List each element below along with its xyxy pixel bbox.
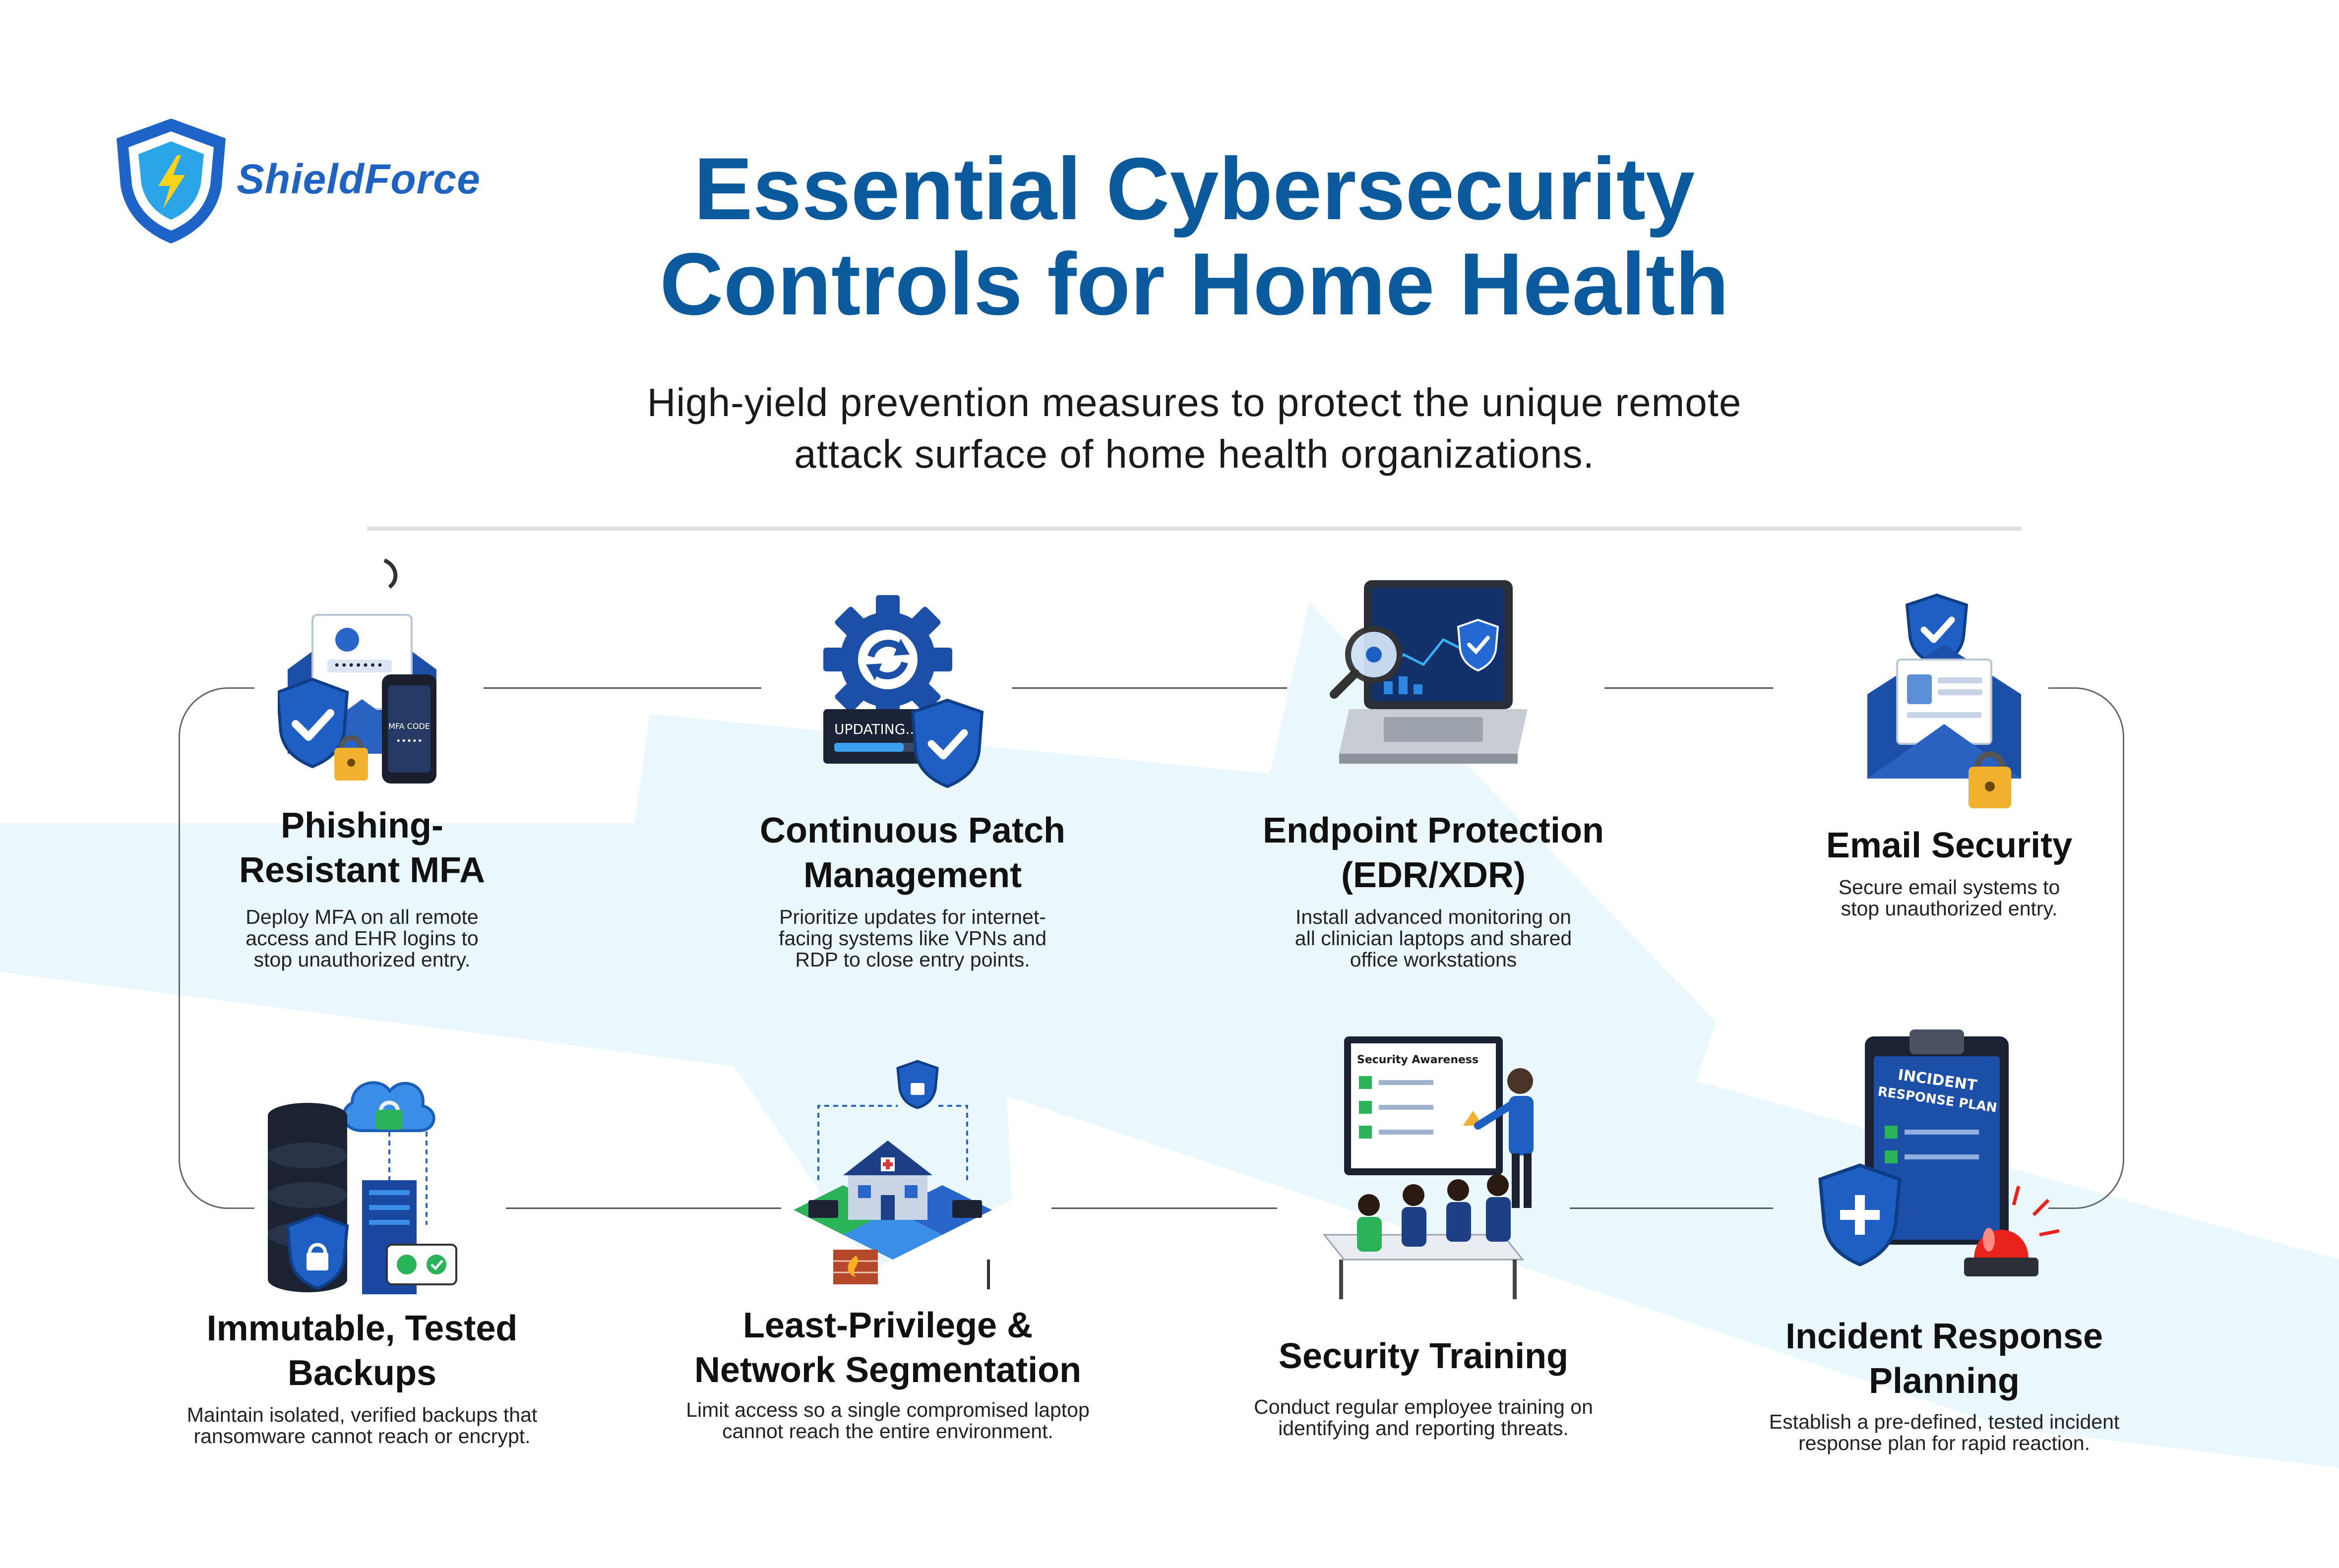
control-description-line: RDP to close entry points.: [795, 948, 1030, 971]
security-training-icon: Security Awareness: [1322, 1036, 1534, 1299]
server-cloud-backup-icon: [268, 1081, 457, 1294]
connector-line: [1604, 687, 1773, 689]
laptop-shield-icon: [1330, 580, 1528, 764]
control-description-line: response plan for rapid reaction.: [1798, 1432, 2090, 1454]
control-card-patch-management: UPDATING... Continuous Patch Management …: [724, 585, 1101, 992]
control-description-line: Secure email systems to: [1838, 876, 2060, 899]
control-card-email-security: Email Security Secure email systems to s…: [1776, 585, 2123, 932]
network-segmentation-icon: [794, 1060, 992, 1289]
control-title-line: Security Training: [1278, 1336, 1569, 1376]
page-title-line: Controls for Home Health: [660, 235, 1729, 333]
incident-response-plan-icon: INCIDENT RESPONSE PLAN: [1818, 1029, 2060, 1276]
control-description-line: Deploy MFA on all remote: [246, 905, 479, 928]
control-description-line: stop unauthorized entry.: [253, 948, 471, 971]
page-subtitle-line: High-yield prevention measures to protec…: [647, 380, 1742, 424]
control-title-line: Resistant MFA: [239, 850, 486, 890]
control-description: Maintain isolated, verified backups that…: [149, 1404, 575, 1447]
control-description: Establish a pre-defined, tested incident…: [1736, 1411, 2153, 1454]
control-description: Deploy MFA on all remote access and EHR …: [188, 906, 536, 970]
control-card-endpoint-protection: Endpoint Protection (EDR/XDR) Install ad…: [1230, 565, 1637, 992]
control-title-line: Backups: [287, 1353, 437, 1393]
page-subtitle-line: attack surface of home health organizati…: [794, 432, 1595, 476]
control-title: Least-Privilege & Network Segmentation: [645, 1303, 1131, 1392]
control-description: Limit access so a single compromised lap…: [645, 1399, 1131, 1442]
control-title-line: Endpoint Protection: [1263, 811, 1604, 850]
shield-lightning-icon: [117, 119, 226, 243]
brand-name: ShieldForce: [237, 156, 481, 202]
control-title: Phishing- Resistant MFA: [188, 803, 536, 893]
mfa-code-label: MFA CODE: [388, 722, 430, 731]
connector-line: [1012, 687, 1287, 689]
brand-logo[interactable]: ShieldForce: [112, 117, 508, 250]
control-card-phishing-mfa: ••••••• MFA CODE ••••• Phishing- Resista…: [188, 545, 536, 992]
control-description: Secure email systems to stop unauthorize…: [1776, 877, 2123, 919]
control-description-line: Establish a pre-defined, tested incident: [1769, 1410, 2120, 1433]
control-card-incident-response: INCIDENT RESPONSE PLAN Incident Response…: [1736, 1022, 2153, 1468]
control-description-line: Limit access so a single compromised lap…: [686, 1398, 1090, 1421]
control-title-line: Network Segmentation: [694, 1350, 1082, 1390]
control-title-line: Least-Privilege &: [742, 1306, 1033, 1345]
control-description-line: access and EHR logins to: [246, 927, 479, 950]
control-description-line: stop unauthorized entry.: [1841, 897, 2058, 920]
control-description: Prioritize updates for internet- facing …: [724, 906, 1101, 970]
control-description-line: facing systems like VPNs and: [778, 927, 1047, 950]
control-title: Endpoint Protection (EDR/XDR): [1230, 808, 1637, 898]
updating-label: UPDATING...: [834, 721, 919, 737]
control-title: Incident Response Planning: [1736, 1314, 2153, 1403]
control-title-line: Incident Response: [1785, 1317, 2103, 1356]
control-title: Immutable, Tested Backups: [149, 1306, 575, 1395]
control-title: Email Security: [1776, 823, 2123, 868]
security-awareness-board-label: Security Awareness: [1357, 1054, 1478, 1066]
control-title: Security Training: [1190, 1334, 1657, 1379]
page-subtitle: High-yield prevention measures to protec…: [426, 377, 1963, 480]
phishing-mfa-icon: ••••••• MFA CODE •••••: [278, 558, 436, 784]
control-title-line: Email Security: [1826, 826, 2073, 865]
control-description-line: ransomware cannot reach or encrypt.: [193, 1425, 531, 1447]
control-description-line: office workstations: [1350, 948, 1517, 971]
control-description-line: Maintain isolated, verified backups that: [186, 1403, 538, 1426]
control-description-line: cannot reach the entire environment.: [722, 1420, 1053, 1443]
control-description-line: Conduct regular employee training on: [1254, 1395, 1593, 1418]
control-description-line: all clinician laptops and shared: [1294, 927, 1572, 950]
control-description-line: identifying and reporting threats.: [1278, 1417, 1569, 1440]
control-description-line: Prioritize updates for internet-: [779, 905, 1046, 928]
control-title-line: Management: [803, 855, 1022, 895]
control-title-line: Planning: [1869, 1361, 2020, 1401]
control-title-line: Immutable, Tested: [206, 1309, 518, 1348]
control-title-line: Continuous Patch: [760, 811, 1065, 850]
svg-text:•••••: •••••: [396, 736, 423, 746]
email-lock-icon: [1867, 593, 2021, 808]
control-title: Continuous Patch Management: [724, 808, 1101, 898]
connector-line: [1570, 1207, 1773, 1209]
control-title-line: Phishing-: [281, 806, 443, 845]
connector-line: [1051, 1207, 1277, 1209]
connector-line: [506, 1207, 781, 1209]
page-title-line: Essential Cybersecurity: [693, 139, 1695, 238]
control-title-line: (EDR/XDR): [1341, 855, 1526, 895]
control-description: Conduct regular employee training on ide…: [1190, 1396, 1657, 1439]
control-description: Install advanced monitoring on all clini…: [1230, 906, 1637, 970]
page-title: Essential Cybersecurity Controls for Hom…: [426, 141, 1963, 332]
patch-update-gear-icon: UPDATING...: [823, 595, 984, 788]
header-divider: [367, 527, 2022, 531]
svg-text:•••••••: •••••••: [333, 659, 383, 672]
control-card-security-training: Security Awareness Security Training Con…: [1190, 1022, 1657, 1448]
control-card-network-segmentation: Least-Privilege & Network Segmentation L…: [645, 1046, 1131, 1463]
control-description-line: Install advanced monitoring on: [1295, 905, 1572, 928]
control-card-backups: Immutable, Tested Backups Maintain isola…: [149, 1051, 575, 1468]
connector-line: [484, 687, 761, 689]
